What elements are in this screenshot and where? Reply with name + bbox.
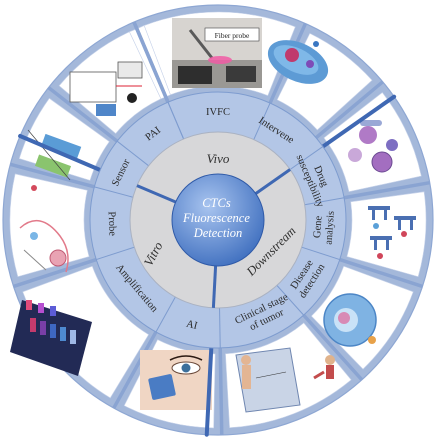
category-divider xyxy=(304,197,345,206)
outer-divider xyxy=(112,331,158,409)
category-label-line: IVFC xyxy=(206,107,230,118)
outer-divider xyxy=(132,21,170,103)
outer-divider xyxy=(343,180,431,200)
category-divider xyxy=(96,246,135,261)
category-dividers xyxy=(94,101,345,348)
sample-collection-figure xyxy=(313,355,335,380)
sensor-device xyxy=(27,129,82,191)
image-panel xyxy=(346,191,427,278)
category-divider xyxy=(94,186,134,198)
disease-detection-cell xyxy=(323,293,377,347)
fiber-probe-label: Fiber probe xyxy=(215,31,250,40)
fiber-probe-photo: Fiber probe xyxy=(172,18,262,88)
group-ring-divider xyxy=(254,168,291,195)
outer-divider xyxy=(47,86,119,143)
category-divider xyxy=(116,140,149,167)
category-divider xyxy=(253,102,271,140)
outer-divider xyxy=(218,347,224,435)
group-ring-dividers xyxy=(136,168,291,308)
outer-divider xyxy=(9,162,95,189)
category-divider xyxy=(219,307,221,348)
category-divider xyxy=(167,101,185,140)
amplification-color-strips xyxy=(10,300,92,376)
center-title: CTCs Fluorescence Detection xyxy=(182,196,253,240)
gene-analysis-diagram xyxy=(368,206,416,259)
category-label-ivfc: IVFC xyxy=(206,107,230,118)
center-line-1: CTCs xyxy=(202,196,231,210)
group-ring-divider xyxy=(136,184,177,204)
clinical-stage-illustration xyxy=(235,347,301,413)
category-divider xyxy=(289,146,324,170)
center-disc xyxy=(171,173,265,267)
outer-divider xyxy=(12,257,97,289)
intervene-cell-illustration xyxy=(267,40,329,84)
category-label-line: Probe xyxy=(106,211,118,236)
outer-divider xyxy=(302,313,364,381)
category-label-line: analysis xyxy=(324,211,337,246)
category-label-gene-analysis: Geneanalysis xyxy=(312,210,337,245)
pai-setup-diagram xyxy=(69,61,143,116)
probe-diagram xyxy=(19,219,69,273)
center-line-3: Detection xyxy=(193,226,243,240)
category-divider xyxy=(276,285,305,316)
outer-divider xyxy=(339,257,424,289)
category-label-ai: AI xyxy=(185,319,199,332)
category-label-line: AI xyxy=(185,319,199,332)
center-line-2: Fluorescence xyxy=(182,211,250,225)
group-ring-divider xyxy=(211,265,218,308)
category-divider xyxy=(155,296,176,333)
ai-eye-photo xyxy=(140,350,212,410)
drug-susceptibility-diagram xyxy=(348,120,398,173)
group-label-vivo: Vivo xyxy=(207,151,230,166)
outer-divider xyxy=(314,80,384,140)
category-label-probe: Probe xyxy=(106,211,118,236)
category-label-line: Gene xyxy=(312,215,325,238)
category-divider xyxy=(301,246,340,261)
thumbnails: Fiber probe xyxy=(10,18,416,413)
